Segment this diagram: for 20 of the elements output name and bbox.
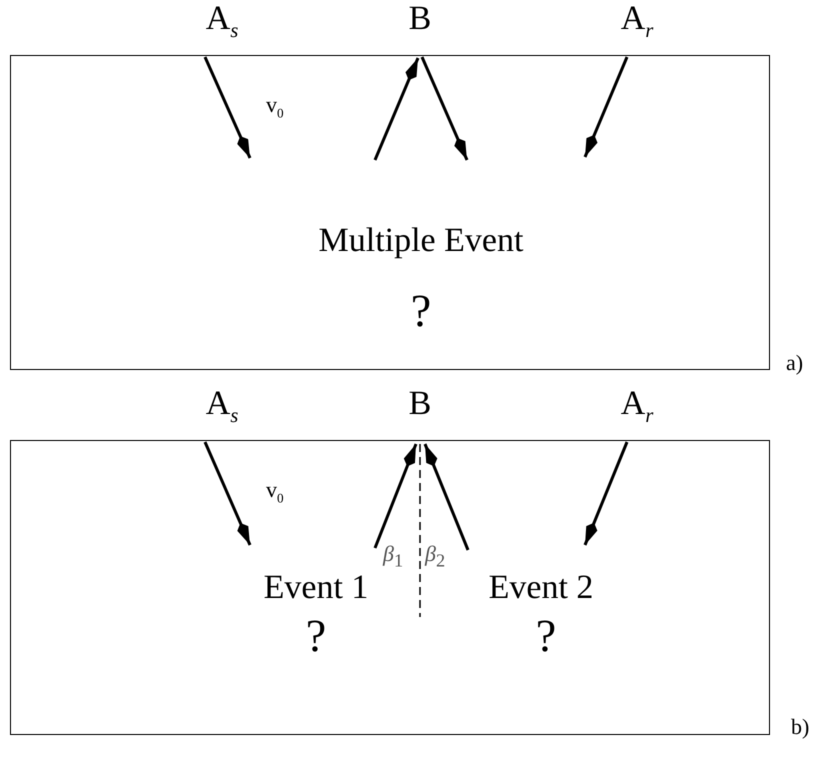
point-label: A$_{r}$ (620, 2, 654, 42)
panel-box (10, 440, 770, 735)
panel-box (10, 55, 770, 370)
angle-label: β$_{1}$ (383, 543, 404, 570)
panel-label: b) (791, 716, 810, 738)
point-label: A$_{s}$ (206, 387, 238, 426)
point-label: A$_{s}$ (206, 2, 238, 42)
velocity-label: v$_{0}$ (266, 94, 284, 120)
point-label: A$_{r}$ (620, 387, 654, 426)
question-mark: ? (410, 288, 432, 334)
event-label: Event 2 (488, 571, 594, 605)
panel-label: a) (786, 352, 804, 374)
point-label: B (408, 2, 432, 36)
point-label: B (408, 387, 432, 421)
event-label: Multiple Event (318, 224, 524, 258)
velocity-label: v$_{0}$ (266, 479, 284, 505)
angle-label: β$_{2}$ (425, 543, 446, 570)
event-label: Event 1 (264, 571, 368, 605)
question-mark: ? (536, 613, 556, 659)
question-mark: ? (306, 613, 326, 659)
